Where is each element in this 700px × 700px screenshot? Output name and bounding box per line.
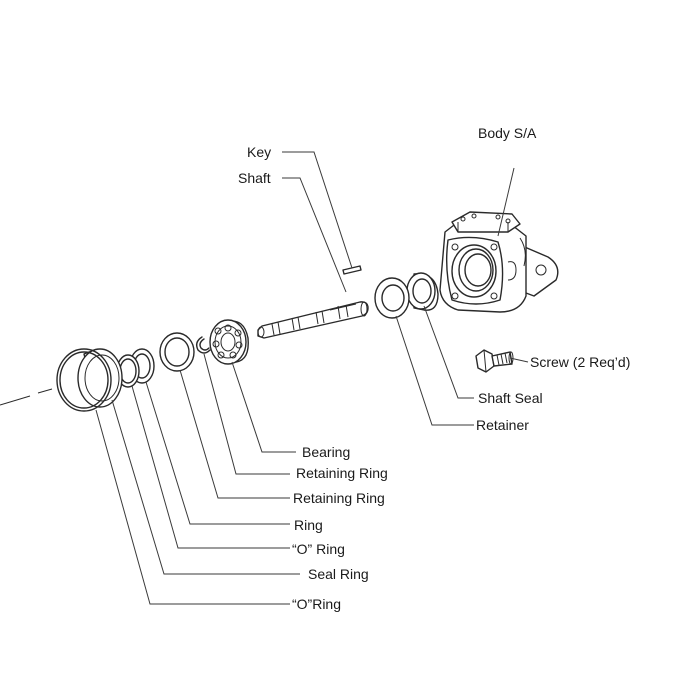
label-o-ring-2: “O”Ring <box>292 596 341 612</box>
label-retaining-ring-1: Retaining Ring <box>296 465 388 481</box>
leader-lines <box>95 151 529 605</box>
centerline <box>0 388 53 406</box>
screw <box>475 349 514 373</box>
label-bearing: Bearing <box>302 444 350 460</box>
label-retainer: Retainer <box>476 417 529 433</box>
label-body-sa: Body S/A <box>478 125 537 141</box>
label-ring: Ring <box>294 517 323 533</box>
key <box>342 265 362 275</box>
retaining-ring-small <box>195 336 211 354</box>
shaft <box>257 301 369 339</box>
shaft-seal <box>406 272 439 311</box>
retainer <box>374 277 410 319</box>
o-ring-large <box>56 348 112 412</box>
body-sa <box>439 211 559 313</box>
bearing <box>209 319 249 365</box>
label-screw: Screw (2 Req’d) <box>530 354 630 370</box>
label-o-ring-1: “O” Ring <box>292 541 345 557</box>
label-retaining-ring-2: Retaining Ring <box>293 490 385 506</box>
seal-ring <box>77 348 123 408</box>
label-shaft: Shaft <box>238 170 271 186</box>
label-shaft-seal: Shaft Seal <box>478 390 543 406</box>
label-seal-ring: Seal Ring <box>308 566 369 582</box>
retaining-ring-large <box>159 332 195 372</box>
label-key: Key <box>247 144 271 160</box>
